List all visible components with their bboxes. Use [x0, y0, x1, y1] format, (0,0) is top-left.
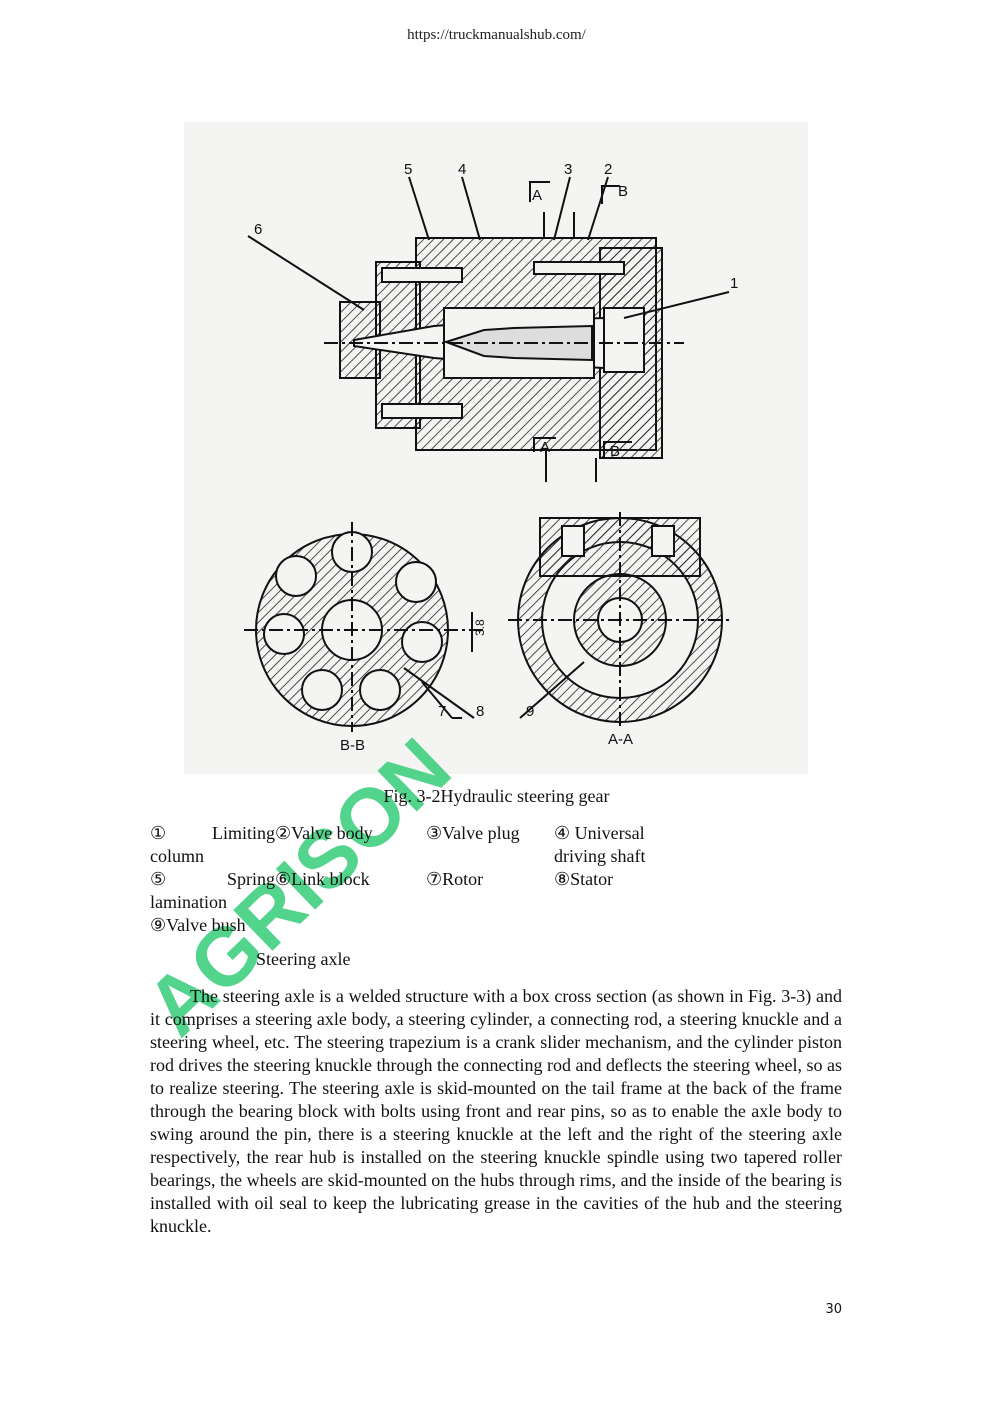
legend-label: Valve body: [291, 823, 373, 843]
callout-6: 6: [254, 221, 262, 238]
legend-number: ⑦: [426, 869, 443, 889]
legend-number: ②: [275, 823, 292, 843]
callout-9: 9: [526, 703, 534, 720]
section-mark-b-bottom: B: [610, 443, 620, 460]
legend-row: ① Limiting column ②Valve body ③Valve plu…: [150, 822, 690, 868]
callout-3: 3: [564, 161, 572, 178]
legend-number: ⑤: [150, 869, 195, 889]
page-number: 30: [825, 1302, 842, 1317]
legend-number: ⑨: [150, 915, 167, 935]
legend-label: Valve bush: [166, 915, 246, 935]
section-mark-a-bottom: A: [540, 439, 550, 456]
callout-5: 5: [404, 161, 412, 178]
legend-item: ⑧Stator: [554, 868, 694, 891]
legend-number: ③: [426, 823, 443, 843]
view-label-bb: B-B: [340, 737, 365, 754]
section-heading: Steering axle: [256, 949, 351, 969]
legend-label: Universal driving shaft: [554, 823, 646, 866]
legend-number: ⑧: [554, 869, 571, 889]
legend-item: ⑨Valve bush: [150, 914, 246, 937]
legend-item: ⑦Rotor: [426, 868, 556, 891]
legend-number: ①: [150, 823, 187, 843]
legend-label: Spring lamination: [150, 869, 275, 912]
hydraulic-steering-gear-figure: 5 4 3 2 1 6 A B A B 7 8 9 3.8 B-B A-A: [184, 122, 808, 774]
legend-number: ④: [554, 823, 571, 843]
legend-row: ⑤ Spring lamination ⑥Link block ⑦Rotor ⑧…: [150, 868, 690, 914]
legend-item: ⑤ Spring lamination: [150, 868, 275, 914]
legend-label: Rotor: [442, 869, 484, 889]
section-mark-a-top: A: [532, 187, 542, 204]
dimension-label: 3.8: [473, 619, 487, 636]
legend-item: ⑥Link block: [275, 868, 415, 891]
source-url: https://truckmanualshub.com/: [407, 27, 586, 43]
body-paragraph: The steering axle is a welded structure …: [150, 986, 842, 1236]
callout-7: 7: [438, 703, 446, 720]
legend-item: ③Valve plug: [426, 822, 556, 845]
legend-row: ⑨Valve bush: [150, 914, 690, 937]
legend-label: Limiting column: [150, 823, 276, 866]
legend-label: Valve plug: [442, 823, 520, 843]
callout-1: 1: [730, 275, 738, 292]
figure-legend: ① Limiting column ②Valve body ③Valve plu…: [150, 822, 690, 937]
section-mark-b-top: B: [618, 183, 628, 200]
callout-8: 8: [476, 703, 484, 720]
legend-item: ① Limiting column: [150, 822, 275, 868]
figure-caption: Fig. 3-2Hydraulic steering gear: [383, 786, 610, 806]
legend-label: Link block: [291, 869, 370, 889]
legend-number: ⑥: [275, 869, 292, 889]
legend-item: ④ Universal driving shaft: [554, 822, 694, 868]
legend-item: ②Valve body: [275, 822, 415, 845]
callout-4: 4: [458, 161, 466, 178]
view-label-aa: A-A: [608, 731, 633, 748]
callout-2: 2: [604, 161, 612, 178]
legend-label: Stator: [570, 869, 614, 889]
